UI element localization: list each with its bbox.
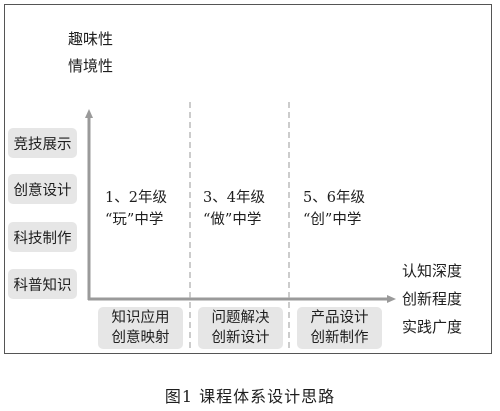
stage-2-box-line-2: 创新设计	[211, 330, 270, 346]
stage-1-grade: 1、2年级	[105, 190, 167, 206]
stage-2-box-line-1: 问题解决	[211, 310, 270, 326]
figure-caption: 图1 课程体系设计思路	[164, 387, 336, 406]
stage-3-label: 5、6年级 “创”中学	[303, 187, 365, 231]
stage-2-label: 3、4年级 “做”中学	[203, 187, 265, 231]
stage-3-mode: “创”中学	[303, 212, 362, 228]
x-axis-label-innovation-level: 创新程度	[402, 290, 463, 308]
stage-2-box: 问题解决 创新设计	[198, 307, 283, 349]
side-item-tech-making: 科技制作	[8, 222, 77, 252]
stage-3-box: 产品设计 创新制作	[297, 307, 382, 349]
stage-1-mode: “玩”中学	[105, 212, 164, 228]
y-axis-label-context: 情境性	[68, 57, 114, 75]
side-item-creative-design: 创意设计	[8, 174, 77, 204]
stage-3-grade: 5、6年级	[303, 190, 365, 206]
stage-1-box-line-2: 创意映射	[111, 330, 170, 346]
x-axis-label-cognitive-depth: 认知深度	[402, 262, 463, 280]
y-axis-label-interest: 趣味性	[68, 30, 114, 48]
stage-1-box-line-1: 知识应用	[111, 310, 170, 326]
side-item-competition: 竞技展示	[8, 128, 77, 158]
stage-2-grade: 3、4年级	[203, 190, 265, 206]
diagram-frame	[4, 4, 492, 354]
stage-1-box: 知识应用 创意映射	[98, 307, 183, 349]
stage-2-mode: “做”中学	[203, 212, 262, 228]
stage-1-label: 1、2年级 “玩”中学	[105, 187, 167, 231]
stage-3-box-line-2: 创新制作	[310, 330, 369, 346]
stage-3-box-line-1: 产品设计	[310, 310, 369, 326]
x-axis-label-practice-breadth: 实践广度	[402, 318, 463, 336]
side-item-science-knowledge: 科普知识	[8, 269, 77, 299]
